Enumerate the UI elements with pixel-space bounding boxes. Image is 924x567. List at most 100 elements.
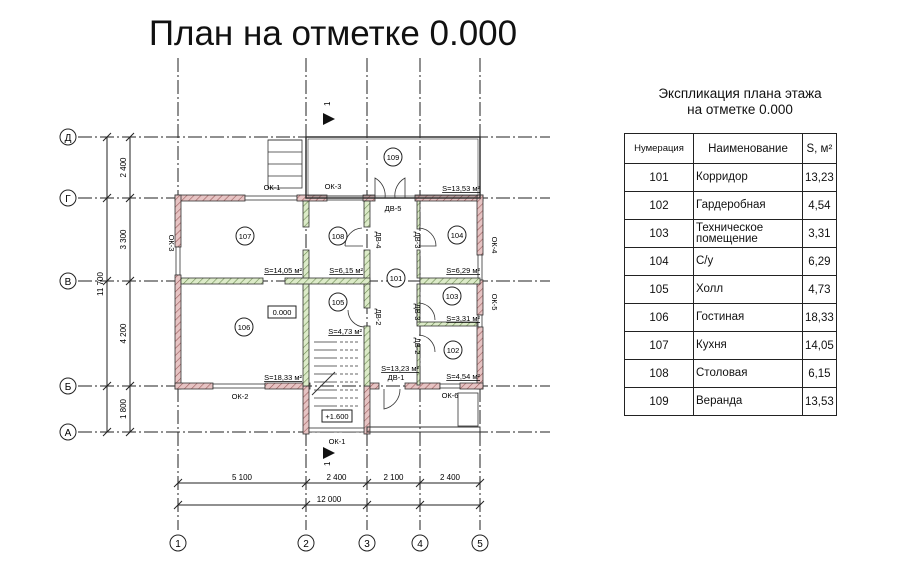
room-area: S=6,29 м² (446, 266, 480, 275)
opening-tag: ОК-3 (167, 235, 176, 252)
cell-area: 14,05 (802, 331, 837, 360)
axis-label: Б (65, 382, 72, 393)
cell-area: 6,29 (802, 247, 837, 276)
room-marker (235, 226, 255, 246)
cell-name: Гостиная (693, 303, 803, 332)
room-marker (386, 268, 406, 288)
interior-wall (180, 277, 264, 285)
cell-num: 104 (624, 247, 694, 276)
dimension-tick (102, 132, 112, 142)
opening-tag: ДВ-2 (413, 338, 422, 355)
door-swing (418, 334, 436, 353)
room-marker (442, 286, 462, 306)
room-marker (447, 225, 467, 245)
room-number: 107 (239, 232, 252, 241)
exterior-wall (459, 382, 484, 390)
cell-num: 109 (624, 387, 694, 416)
room-area: S=6,15 м² (329, 266, 363, 275)
opening-tag: ОК-6 (442, 391, 459, 400)
axis-label: А (65, 428, 72, 439)
cell-num: 103 (624, 219, 694, 248)
cell-num: 106 (624, 303, 694, 332)
opening-tag: ДВ-5 (385, 204, 402, 213)
dimension-total: 11 700 (96, 272, 105, 296)
header-name: Наименование (693, 133, 803, 164)
axis-label: 1 (175, 539, 181, 550)
room-marker (328, 226, 348, 246)
door-swing (418, 227, 437, 247)
axis-marker (358, 534, 376, 552)
interior-wall (419, 277, 481, 285)
room-number: 106 (238, 323, 251, 332)
interior-wall (363, 200, 371, 228)
room-area: S=18,33 м² (264, 373, 302, 382)
door-swing (344, 227, 363, 247)
dimension-tick (415, 478, 425, 488)
exterior-wall (264, 382, 311, 390)
exterior-wall (476, 194, 484, 256)
dimension-tick (301, 500, 311, 510)
dimension-tick (125, 427, 135, 437)
cell-area: 3,31 (802, 219, 837, 248)
cell-area: 13,23 (802, 163, 837, 192)
opening-tag: ОК-2 (232, 392, 249, 401)
room-number: 108 (332, 232, 345, 241)
axis-label: 5 (477, 539, 483, 550)
dimension-tick (125, 193, 135, 203)
veranda-outline (307, 138, 479, 197)
interior-wall (284, 277, 371, 285)
dimension-label: 2 100 (383, 473, 404, 482)
axis-label: В (65, 277, 72, 288)
window (244, 195, 298, 201)
interior-wall (302, 200, 310, 228)
cell-name: Холл (693, 275, 803, 304)
room-marker (383, 147, 403, 167)
dimension-label: 1 800 (119, 398, 128, 419)
dimension-tick (475, 500, 485, 510)
section-arrow (323, 113, 335, 125)
dimension-label: 2 400 (326, 473, 347, 482)
dimension-label: 4 200 (119, 323, 128, 344)
section-arrow (323, 447, 335, 459)
dimension-label: 2 400 (119, 157, 128, 178)
porch-stairs (267, 139, 303, 189)
axis-marker (471, 534, 489, 552)
room-number: 105 (332, 298, 345, 307)
cell-name: Техническое помещение (693, 219, 803, 248)
explication-title-line2: на отметке 0.000 (687, 102, 793, 117)
explication-title: Экспликация плана этажа на отметке 0.000 (624, 86, 856, 118)
axis-marker (169, 534, 187, 552)
dimension-label: 3 300 (119, 229, 128, 250)
cell-area: 13,53 (802, 387, 837, 416)
cell-name: Веранда (693, 387, 803, 416)
room-number: 101 (390, 274, 403, 283)
room-area: S=4,54 м² (446, 372, 480, 381)
walls (174, 113, 484, 459)
window (308, 427, 365, 433)
elevation-box (267, 305, 297, 319)
header-number: Нумерация (624, 133, 694, 164)
opening-tag: ОК-3 (325, 182, 342, 191)
cell-name: С/у (693, 247, 803, 276)
explication-title-line1: Экспликация плана этажа (658, 86, 822, 101)
cell-area: 6,15 (802, 359, 837, 388)
room-area: S=13,53 м² (442, 184, 480, 193)
opening-tag: ОК-1 (329, 437, 346, 446)
opening-tag: ДВ-2 (374, 309, 383, 326)
cell-area: 4,73 (802, 275, 837, 304)
dimension-tick (102, 193, 112, 203)
veranda-outline (305, 136, 481, 199)
interior-wall (416, 200, 421, 230)
cell-name: Гардеробная (693, 191, 803, 220)
dimension-tick (301, 478, 311, 488)
